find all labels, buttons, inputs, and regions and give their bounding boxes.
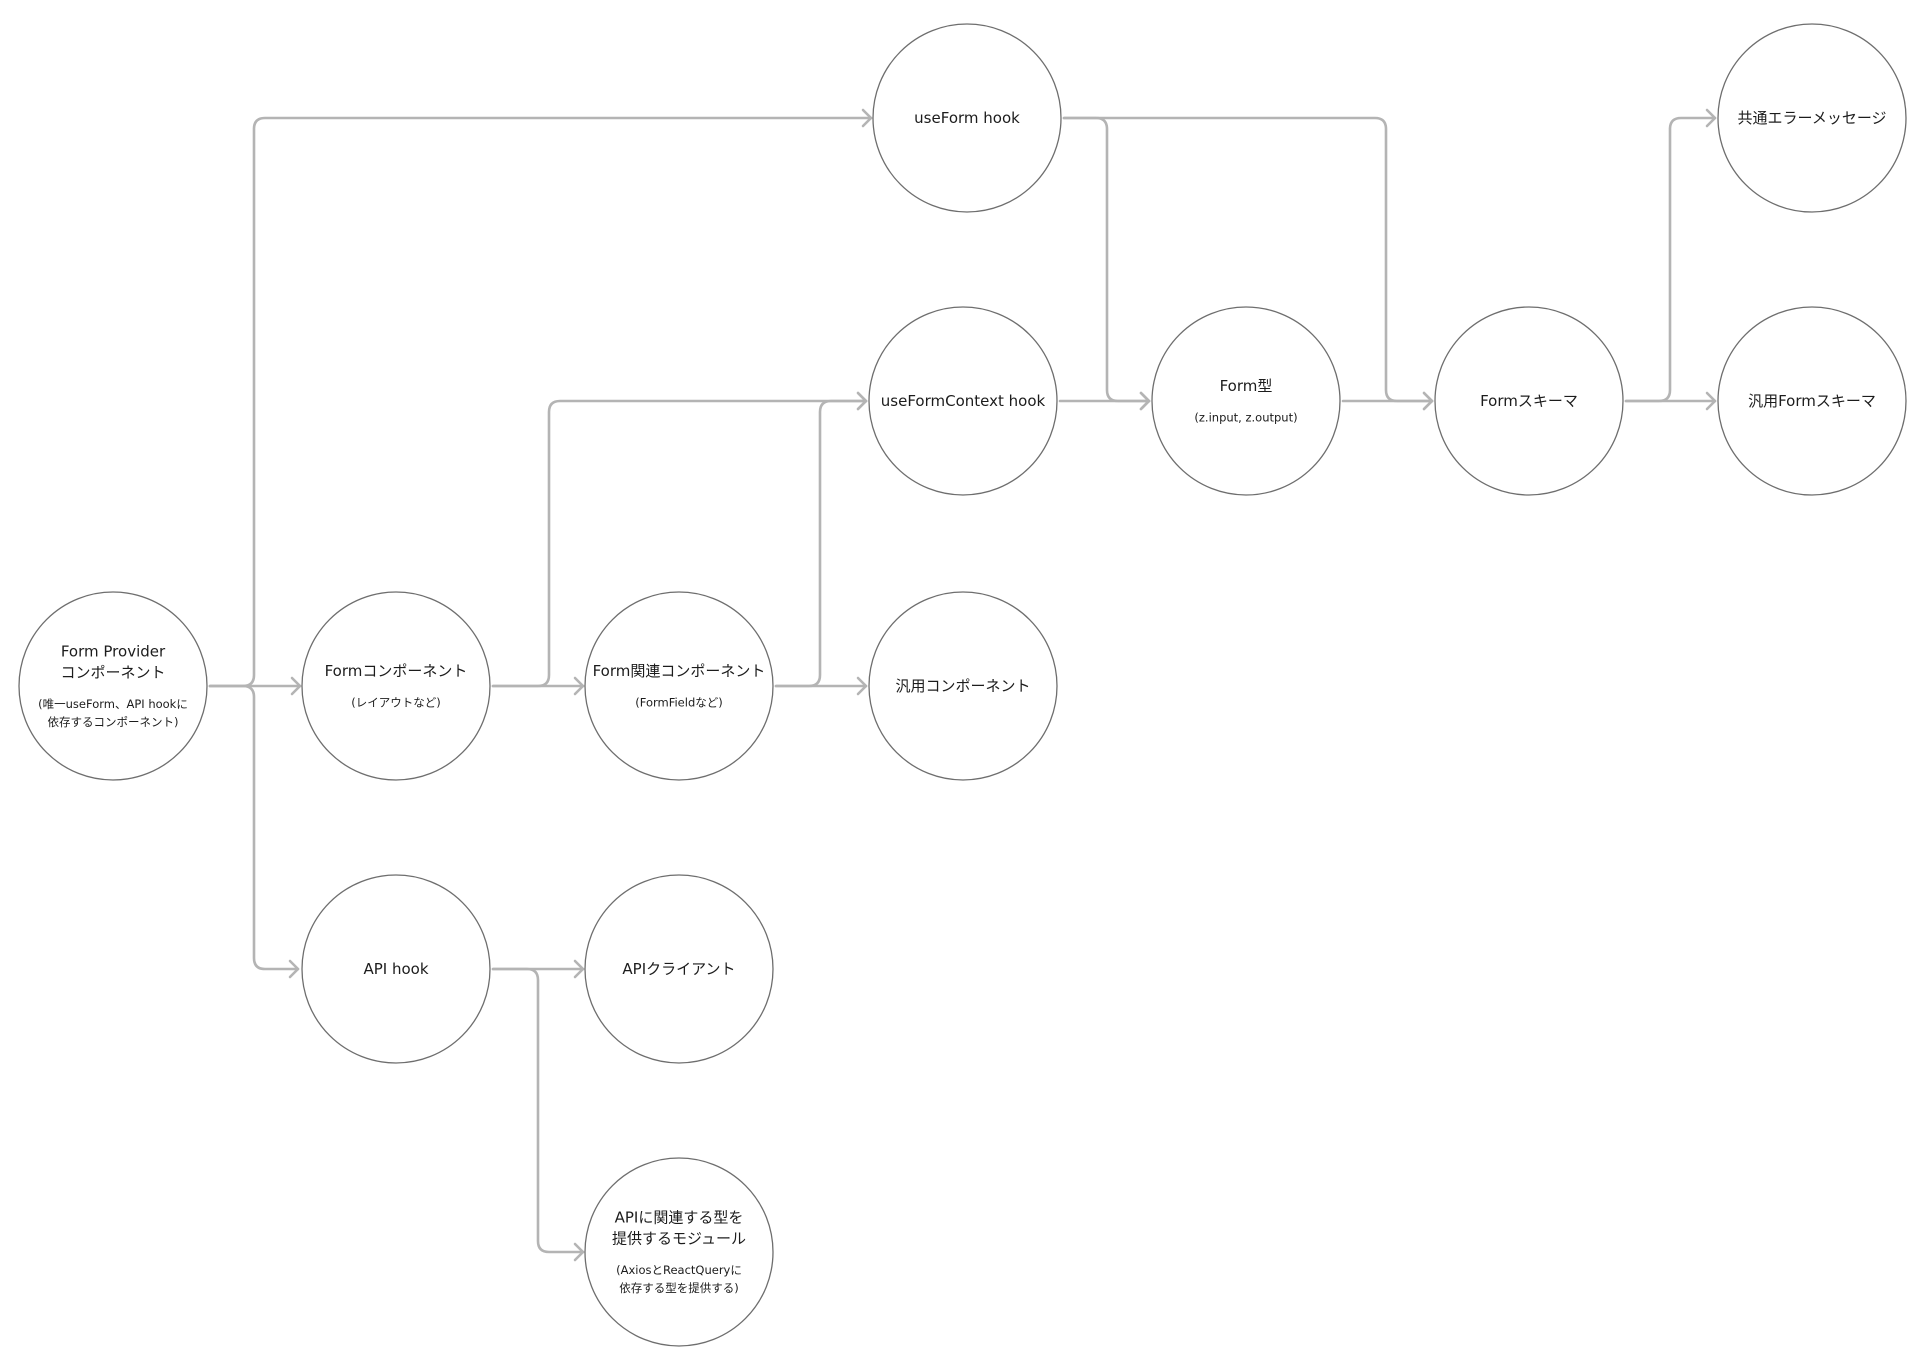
node-form-related-component: Form関連コンポーネント (FormFieldなど) [584,591,774,781]
node-circle [1717,23,1907,213]
node-title: Form関連コンポーネント [593,662,766,680]
edge-form-related-component-to-use-form-context-hook [774,391,868,688]
node-circle [1151,306,1341,496]
node-title: コンポーネント [60,664,165,682]
node-title: useForm hook [914,109,1020,127]
arrowhead-icon [1139,391,1151,411]
node-form-type: Form型 (z.input, z.output) [1151,306,1341,496]
edge-form-component-to-form-related-component [491,676,585,696]
node-circle [1434,306,1624,496]
node-circle [1717,306,1907,496]
node-use-form-hook: useForm hook [872,23,1062,213]
edge-form-type-to-form-schema [1341,391,1434,411]
node-title: 共通エラーメッセージ [1737,109,1886,127]
arrowhead-icon [1705,391,1717,411]
node-circle [301,874,491,1064]
node-circle [868,591,1058,781]
node-subtitle: (AxiosとReactQueryに [616,1263,742,1277]
node-subtitle: 依存する型を提供する) [619,1281,739,1295]
arrowhead-icon [288,959,300,979]
node-circle [868,306,1058,496]
edge-use-form-hook-to-form-type [1062,116,1151,411]
node-use-form-context-hook: useFormContext hook [868,306,1058,496]
edge-line [208,684,300,971]
node-title: 汎用コンポーネント [895,677,1030,695]
node-circle [584,591,774,781]
node-title: APIに関連する型を [615,1209,744,1227]
arrowhead-icon [1422,391,1434,411]
node-title: Formスキーマ [1480,392,1578,410]
node-common-error-message: 共通エラーメッセージ [1717,23,1907,213]
edge-line [774,399,868,688]
node-generic-component: 汎用コンポーネント [868,591,1058,781]
node-title: API hook [363,960,428,978]
arrowhead-icon [856,391,868,411]
node-circle [301,591,491,781]
node-title: useFormContext hook [881,392,1046,410]
node-title: APIクライアント [622,960,735,978]
node-title: 提供するモジュール [612,1230,746,1248]
node-subtitle: (z.input, z.output) [1194,411,1297,425]
arrowhead-icon [290,676,302,696]
node-title: 汎用Formスキーマ [1748,392,1876,410]
node-generic-form-schema: 汎用Formスキーマ [1717,306,1907,496]
node-title: Formコンポーネント [325,662,468,680]
edge-form-provider-to-use-form-hook [208,108,873,688]
node-api-client: APIクライアント [584,874,774,1064]
nodes-layer: Form Provider コンポーネント (唯一useForm、API hookに… [18,23,1907,1347]
node-subtitle: 依存するコンポーネント) [48,715,179,729]
arrowhead-icon [573,1242,585,1262]
node-circle [872,23,1062,213]
node-subtitle: (唯一useForm、API hookに [38,697,188,711]
arrowhead-icon [861,108,873,128]
edge-line [1062,116,1151,403]
arrowhead-icon [856,676,868,696]
node-subtitle: (レイアウトなど) [351,696,440,710]
edge-use-form-context-hook-to-form-type [1058,391,1151,411]
arrowhead-icon [1705,108,1717,128]
edge-form-related-component-to-generic-component [774,676,868,696]
node-circle [584,874,774,1064]
node-form-component: Formコンポーネント (レイアウトなど) [301,591,491,781]
arrowhead-icon [573,959,585,979]
edge-form-schema-to-common-error-message [1624,108,1717,403]
node-form-provider: Form Provider コンポーネント (唯一useForm、API hookに… [18,591,208,781]
arrowhead-icon [573,676,585,696]
edge-form-schema-to-generic-form-schema [1624,391,1717,411]
edge-line [1624,116,1717,403]
node-circle [584,1157,774,1347]
node-circle [18,591,208,781]
edges-layer [208,108,1717,1262]
node-api-hook: API hook [301,874,491,1064]
node-title: Form Provider [61,643,166,661]
node-title: Form型 [1220,377,1273,395]
node-subtitle: (FormFieldなど) [635,696,723,710]
edge-form-provider-to-api-hook [208,684,300,979]
edge-api-hook-to-api-types-module [491,967,585,1262]
node-form-schema: Formスキーマ [1434,306,1624,496]
edge-line [491,967,585,1254]
